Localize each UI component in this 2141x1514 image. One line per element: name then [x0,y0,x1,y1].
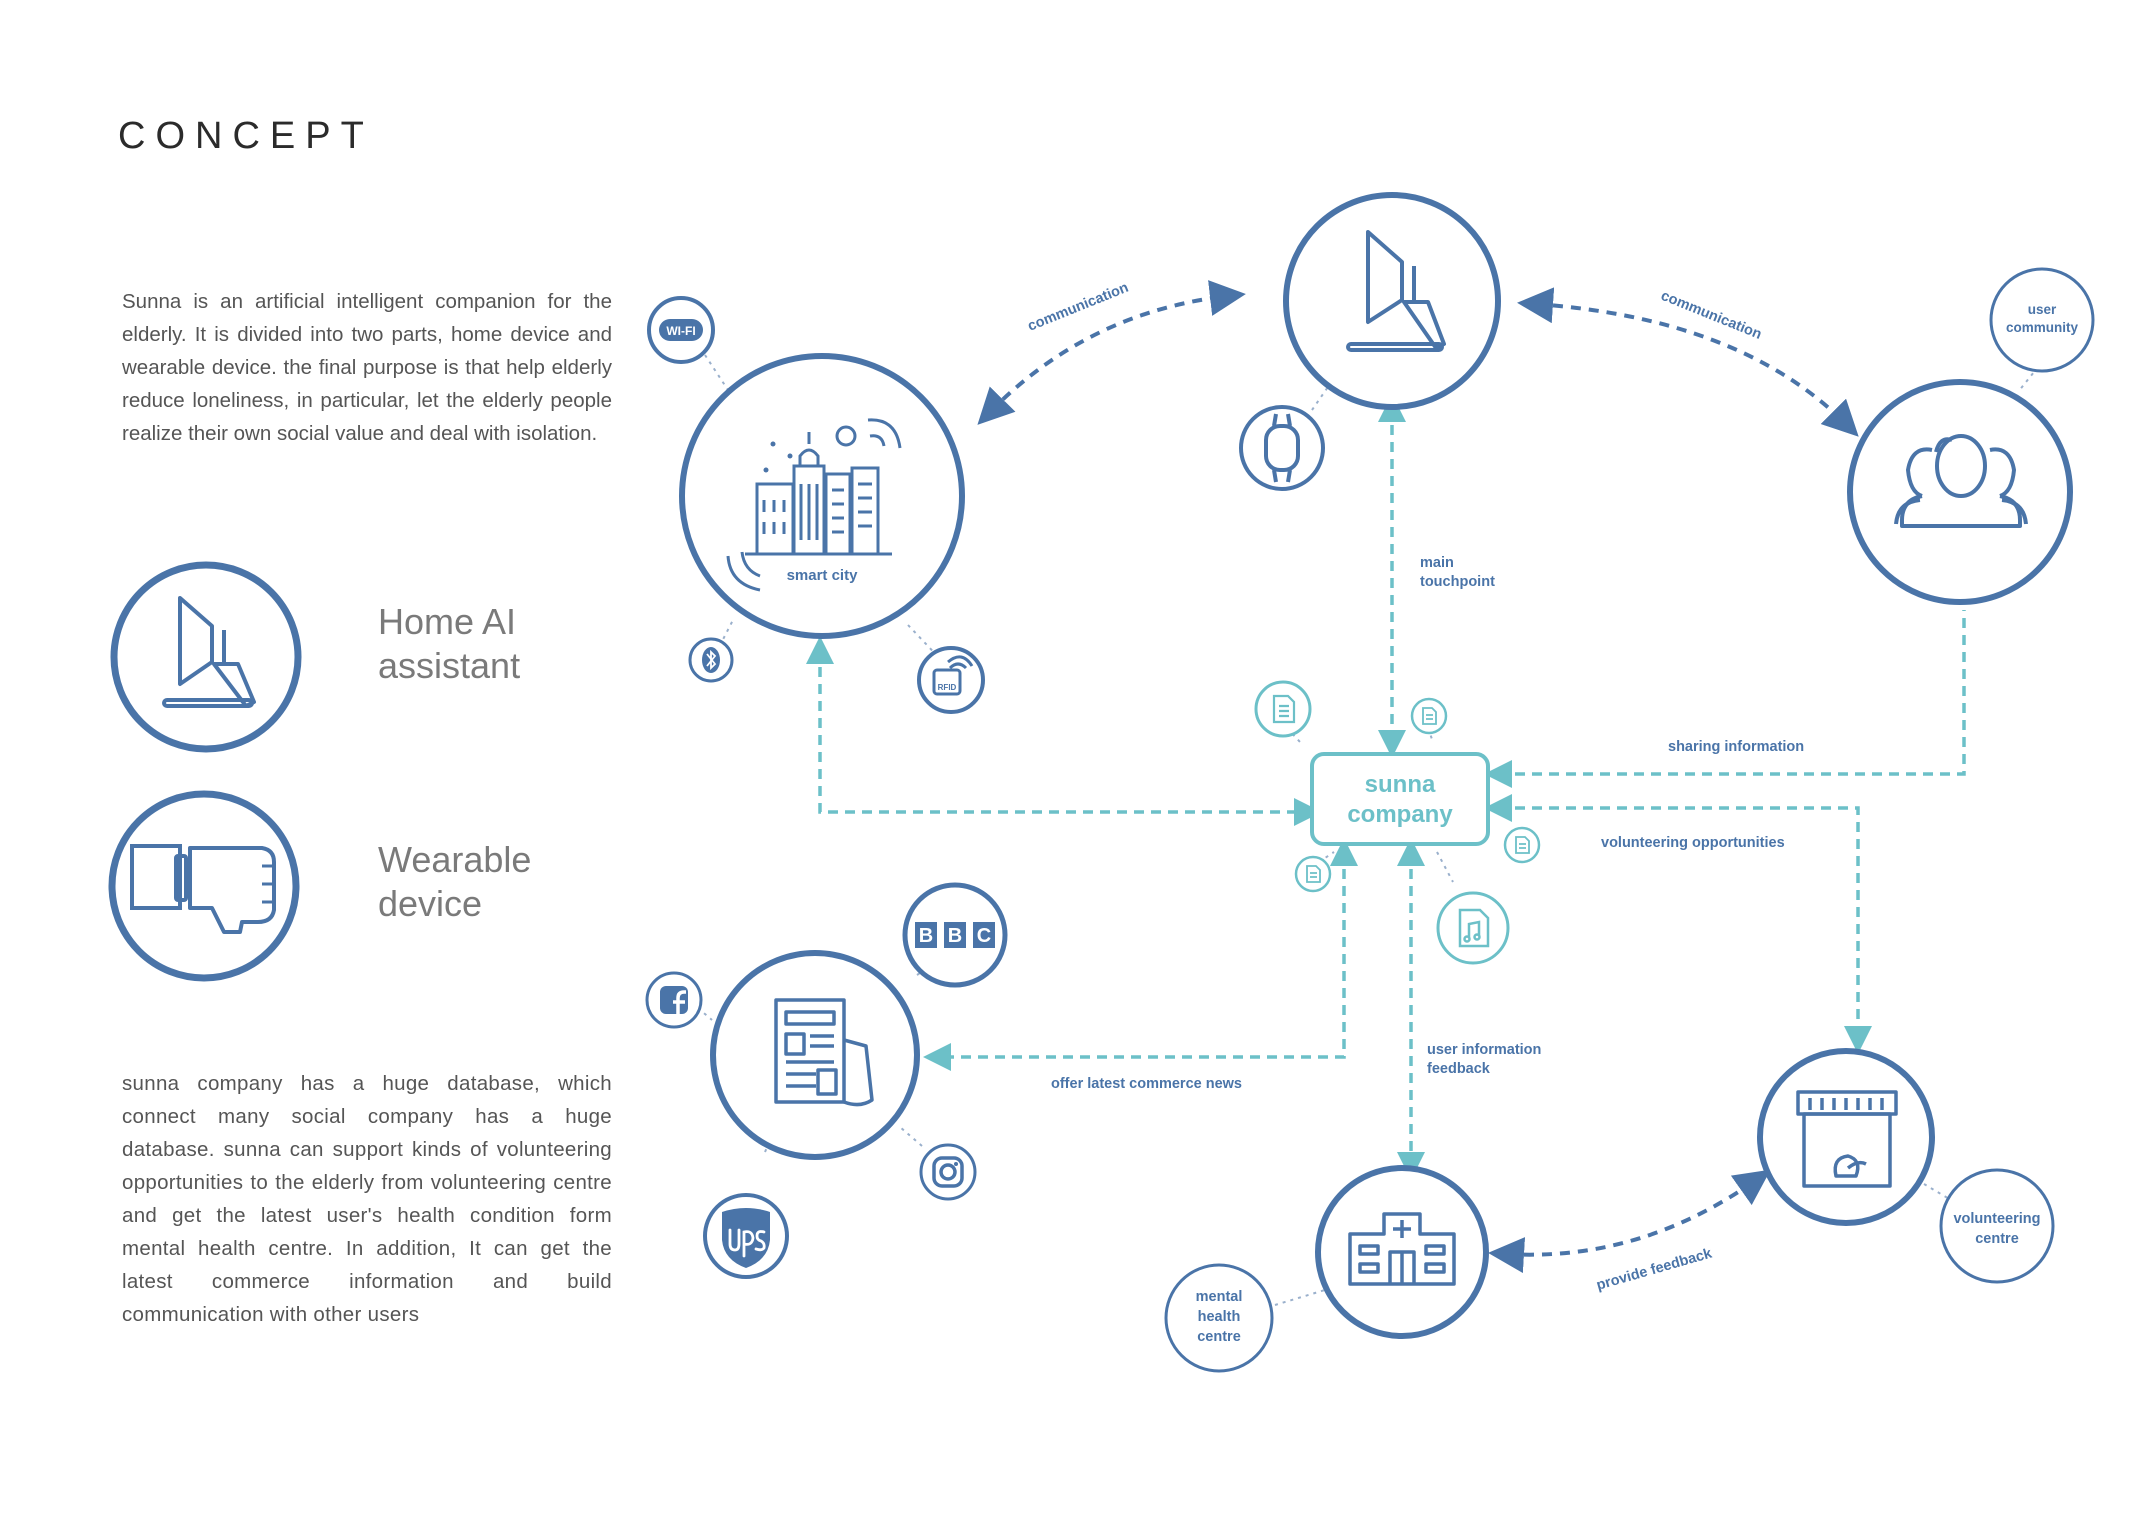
volunteering-node [1757,1048,1935,1226]
rfid-label: RFID [938,683,957,692]
hub-label-2: company [1347,801,1453,828]
communication-arcs [977,280,1859,1274]
wifi-badge-label: WI-FI [666,324,695,338]
document-icon [1272,694,1296,724]
facebook-satellite [645,971,703,1029]
rfid-icon [932,655,974,696]
user-community-label-1: user [2028,302,2057,317]
newspaper-icon [774,998,874,1107]
legend-home-label: Home AI assistant [378,601,521,686]
document-bubble-top [1410,697,1448,735]
database-text: sunna company has a huge database, which… [122,1072,612,1326]
smartwatch-icon [1264,413,1300,483]
users-group-icon [1894,434,2028,528]
document-icon [1515,836,1530,854]
provide-feedback-label: provide feedback [1595,1245,1715,1294]
mental-health-node [1315,1165,1489,1339]
home-ai-node [1283,192,1501,410]
hospital-icon [1348,1212,1456,1286]
user-community-label-2: community [2006,320,2079,335]
volunteering-opportunities-label: volunteering opportunities [1601,835,1785,851]
user-information-feedback-label-2: feedback [1427,1061,1491,1077]
intro-text: Sunna is an artificial intelligent compa… [122,290,612,445]
user-information-feedback-label-1: user information [1427,1042,1541,1058]
hub-label-1: sunna [1365,771,1436,798]
user-community-node [1847,379,2073,605]
mental-health-label-2: health [1198,1309,1241,1325]
mental-health-label-3: centre [1197,1329,1241,1345]
bbc-letter-1: B [919,925,933,947]
legend-home-icon [110,561,302,753]
bbc-satellite: B B C [902,882,1008,988]
bbc-logo-icon: B B C [915,922,995,948]
music-file-icon [1458,908,1490,948]
wifi-icon [659,319,703,341]
document-bubble-large [1254,680,1312,738]
rfid-satellite: RFID [917,646,985,714]
wifi-satellite: WI-FI [647,296,715,364]
smart-city-label: smart city [787,567,859,584]
document-icon [1422,707,1437,725]
document-bubble-left [1294,855,1332,893]
page-title: CONCEPT [118,115,374,157]
volunteer-shop-icon [1796,1090,1898,1188]
volunteering-label-1: volunteering [1953,1211,2040,1227]
bluetooth-satellite [688,637,734,683]
main-touchpoint-label-2: touchpoint [1420,574,1495,590]
document-icon [1306,865,1321,883]
smart-city-node: smart city [679,353,965,639]
news-node [710,950,920,1160]
document-bubble-right [1503,826,1541,864]
mental-health-satellite: mental health centre [1164,1263,1274,1373]
music-bubble [1436,891,1510,965]
ups-satellite [703,1193,789,1279]
bbc-letter-2: B [948,925,962,947]
ups-shield-icon [722,1208,770,1268]
user-community-satellite: user community [1989,267,2095,373]
communication-right-label: communication [1659,288,1764,343]
legend-wearable-icon [108,790,300,982]
instagram-satellite [919,1143,977,1201]
volunteering-label-2: centre [1975,1231,2019,1247]
bbc-letter-3: C [977,925,991,947]
volunteering-satellite: volunteering centre [1939,1168,2055,1284]
sharing-information-label: sharing information [1668,739,1804,755]
facebook-icon [660,986,688,1014]
sunna-company-hub: sunna company [1310,752,1490,846]
offer-commerce-news-label: offer latest commerce news [1051,1076,1242,1092]
teal-flows [806,394,1966,1180]
city-buildings-icon [726,418,902,592]
main-touchpoint-label-1: main [1420,555,1454,571]
home-ai-lamp-icon [1346,230,1446,352]
instagram-icon [932,1156,964,1188]
mental-health-label-1: mental [1196,1289,1243,1305]
legend-wearable-label: Wearable device [378,839,532,924]
watch-satellite [1239,405,1325,491]
